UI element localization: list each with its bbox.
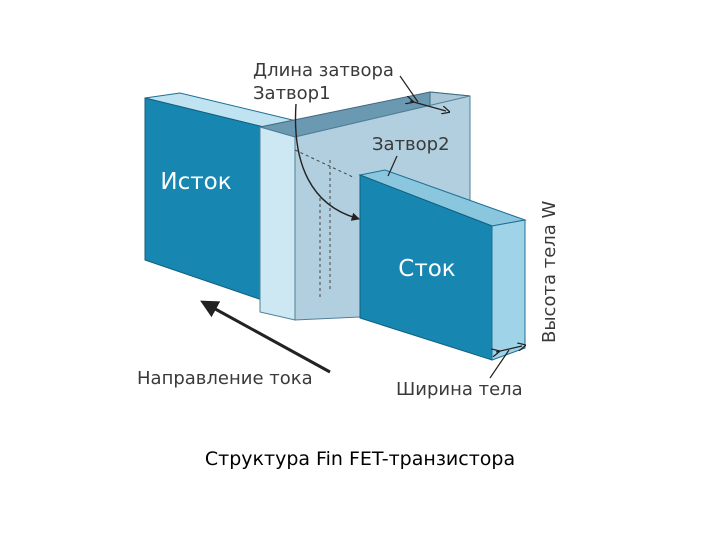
- source-electrode-front: [144, 97, 269, 303]
- body-width-leader: [489, 349, 510, 379]
- slide-caption: Структура Fin FET-транзистора: [204, 448, 516, 470]
- gate2-label: Затвор2: [372, 134, 450, 155]
- body-width-dimension: [496, 346, 522, 352]
- current-direction-arrow: [200, 300, 331, 374]
- gate-length-dimension: [410, 101, 446, 111]
- gate2-leader: [387, 155, 398, 177]
- gate1-annotation: Затвор1: [253, 83, 361, 221]
- body-height-label: Высота тела W: [539, 200, 560, 343]
- gate1-label: Затвор1: [253, 83, 331, 104]
- gate2-annotation: Затвор2: [372, 134, 450, 177]
- current-direction-annotation: Направление тока: [137, 300, 331, 389]
- gate-length-annotation: Длина затвора: [253, 60, 446, 111]
- drain-electrode: Сток: [358, 169, 527, 361]
- gate-side-edge: [259, 126, 296, 321]
- body-height-annotation: Высота тела W: [539, 200, 560, 343]
- body-width-label: Ширина тела: [396, 379, 523, 400]
- fin-hidden-edge: [294, 149, 356, 179]
- drain-electrode-side: [491, 219, 526, 361]
- current-direction-label: Направление тока: [137, 368, 313, 389]
- gate-length-label: Длина затвора: [253, 60, 394, 81]
- drain-label: Сток: [398, 256, 456, 282]
- source-label: Исток: [160, 169, 231, 195]
- source-electrode: Исток: [144, 92, 306, 303]
- body-width-annotation: Ширина тела: [396, 346, 523, 400]
- gate1-arrow: [294, 103, 361, 221]
